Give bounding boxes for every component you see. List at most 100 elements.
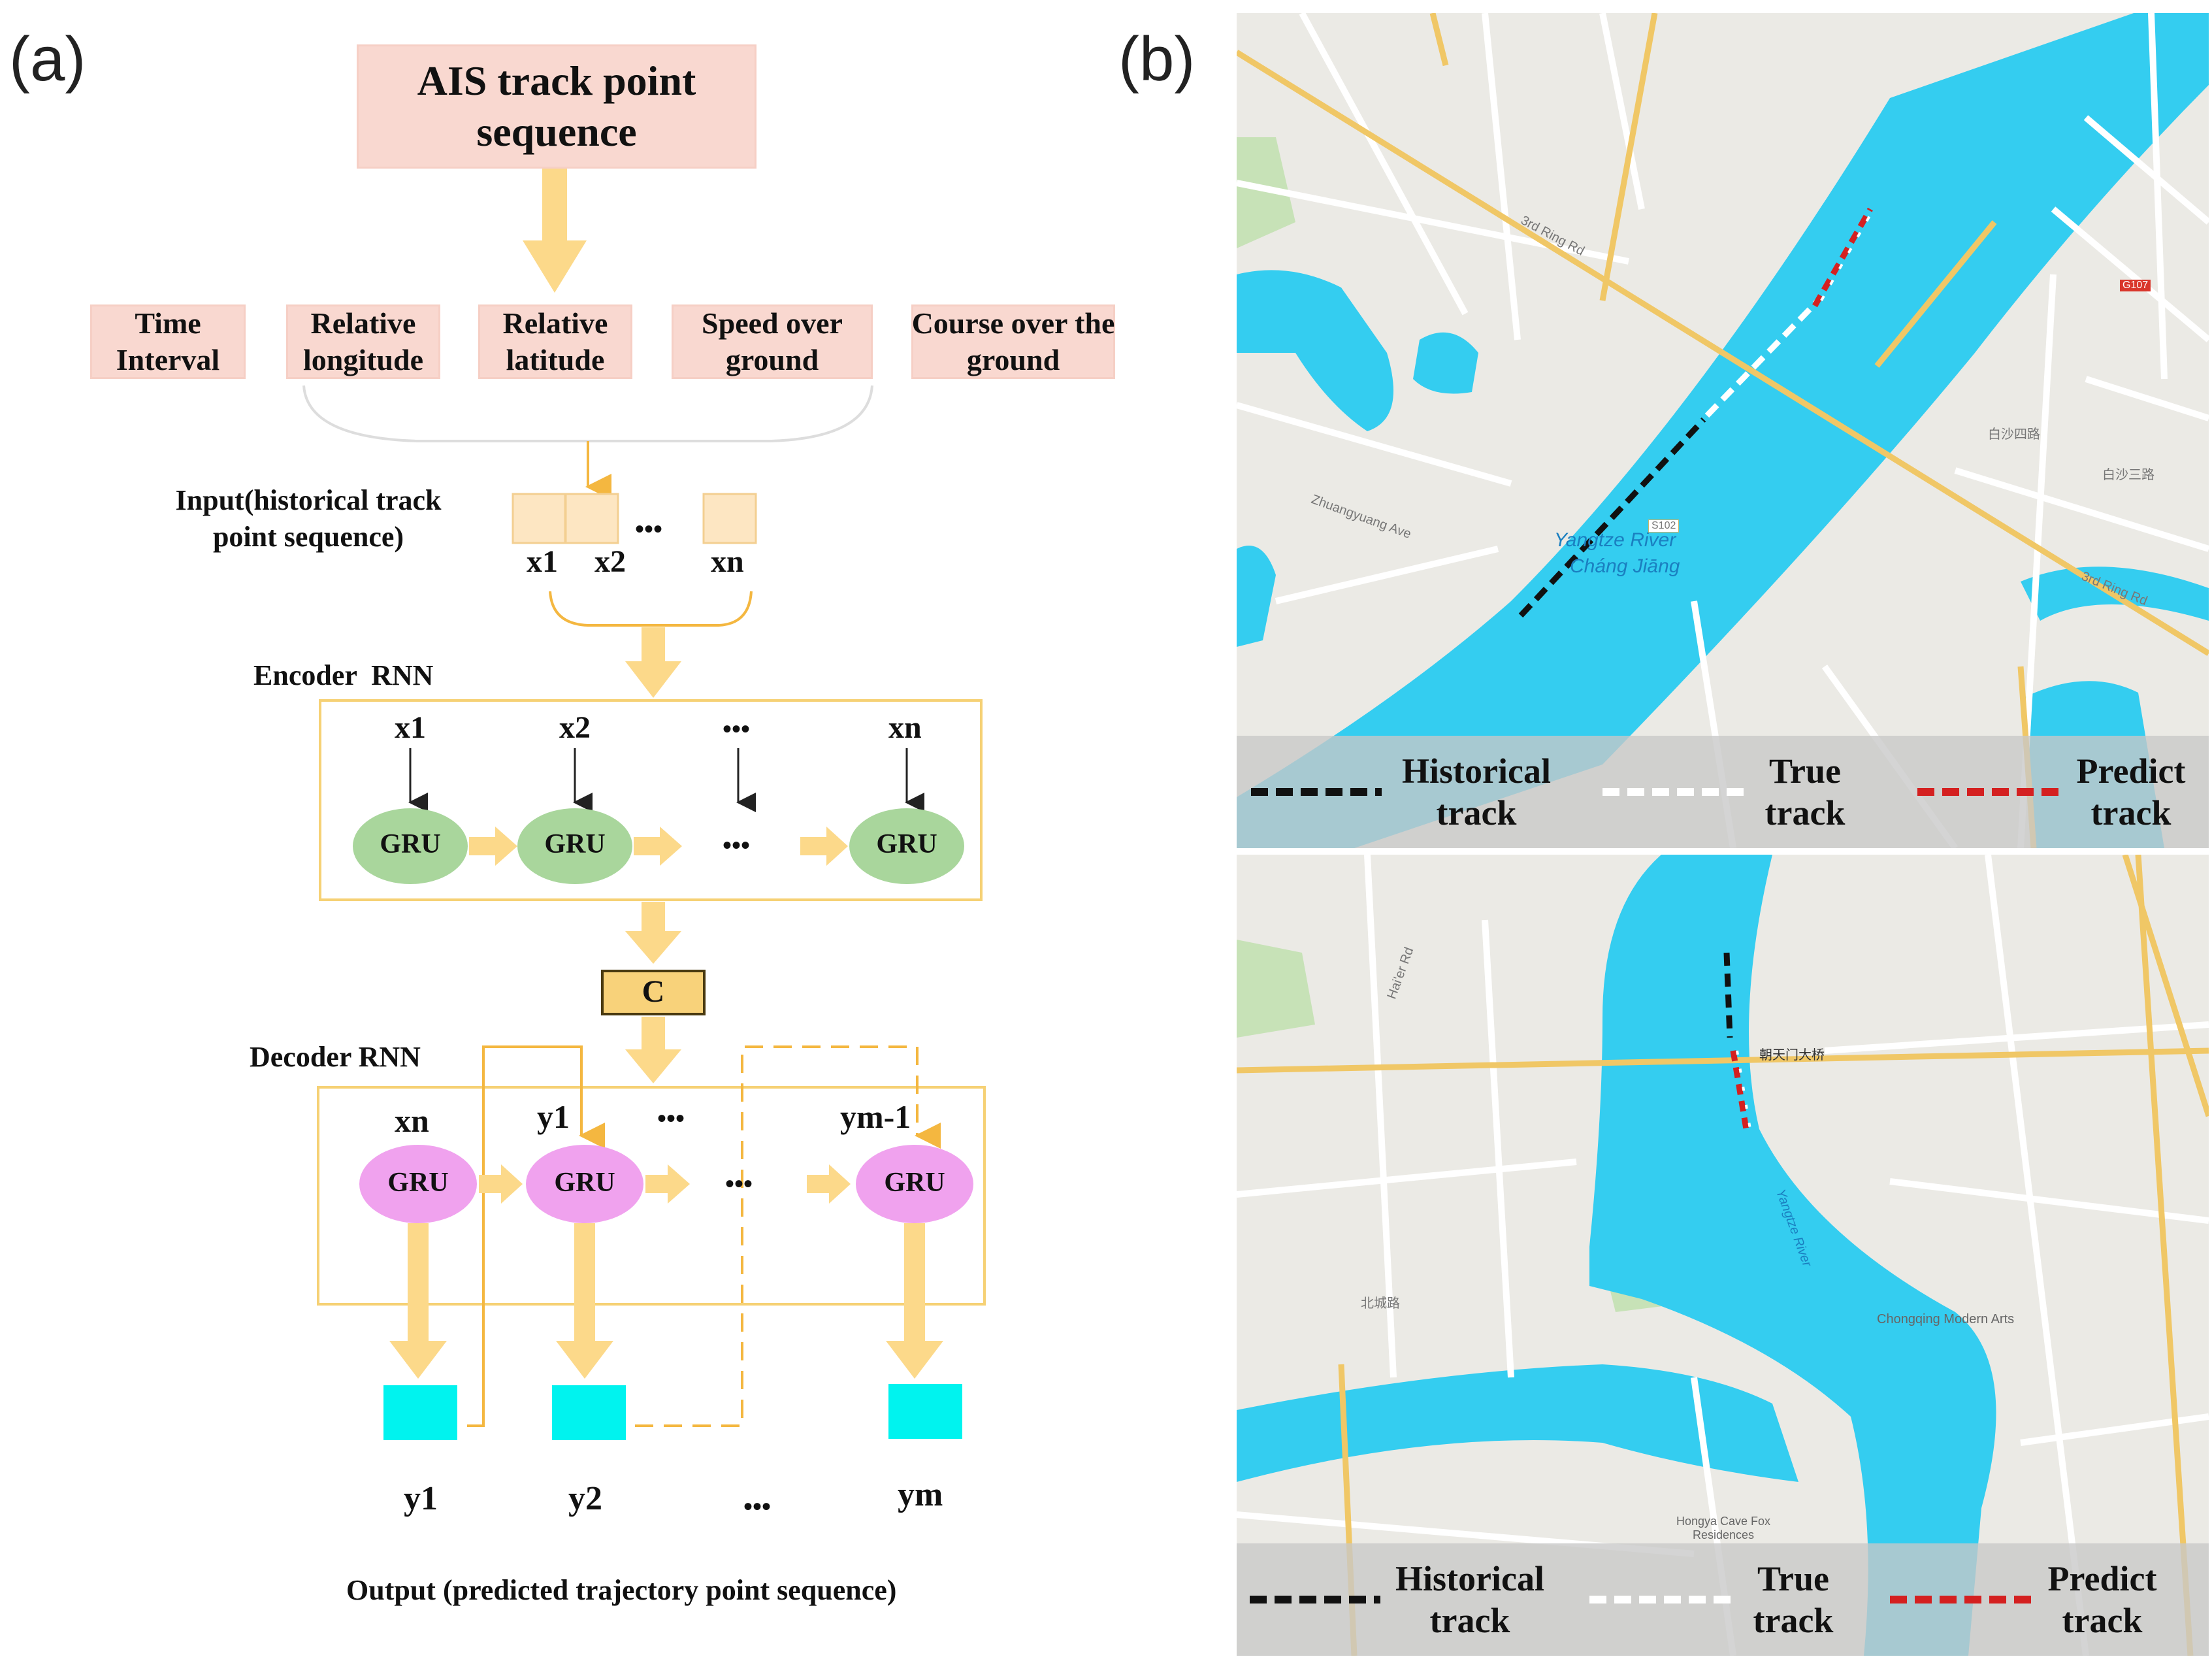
top-true-track (1704, 298, 1821, 418)
decoder-down-arrows (389, 1223, 943, 1379)
panel-a-diagram (302, 169, 986, 1440)
highways (1237, 13, 2209, 848)
feature-course-over-ground: Course over the ground (911, 304, 1115, 379)
output-dots: ••• (743, 1492, 772, 1521)
river-name-en: Yangtze River (1554, 529, 1676, 551)
encoder-gru-1 (353, 808, 468, 884)
lake-2 (1413, 332, 1478, 394)
encoder-input-dots: ••• (723, 714, 751, 744)
input-x1: x1 (527, 544, 558, 579)
park-bottom-1 (1237, 940, 1315, 1038)
label-hongya-cave: Hongya Cave Fox Residences (1676, 1515, 1771, 1541)
decoder-input-dots: ••• (657, 1104, 685, 1133)
encoder-gru-1-label: GRU (380, 829, 441, 859)
input-ellipsis: ••• (635, 514, 663, 544)
road-label-beicheng: 北城路 (1361, 1295, 1400, 1311)
decoder-h-arrows (479, 1164, 851, 1204)
road-label-s102: S102 (1648, 519, 1680, 533)
yangtze-river (1237, 13, 2209, 848)
encoder-h-arrows (469, 827, 848, 866)
jialing-river (1237, 1364, 1798, 1482)
input-brace (549, 591, 753, 627)
yangtze-river-bottom (1589, 855, 1996, 1656)
bottom-historical-track (1723, 952, 1733, 1038)
bottom-true-track (1736, 1050, 1751, 1130)
legend2-true-label: True track (1753, 1559, 1834, 1640)
decoder-input-xn: xn (395, 1102, 429, 1139)
map-bottom: Hai'er Rd 朝天门大桥 Yangtze River Chongqing … (1237, 855, 2209, 1656)
encoder-dots: ••• (723, 830, 751, 860)
road-label-baisha-4: 白沙四路 (1988, 426, 2040, 442)
input-x2: x2 (594, 544, 626, 579)
legend-true-label: True track (1765, 751, 1846, 832)
decoder-gru-2 (526, 1145, 643, 1223)
feedback-line-dashed (635, 1045, 941, 1427)
map-top: Yangtze River Cháng Jiāng 3rd Ring Rd 3r… (1237, 13, 2209, 848)
arrow-c-to-decoder (625, 1017, 681, 1083)
encoder-gru-2-label: GRU (544, 829, 606, 859)
top-historical-track (1518, 417, 1706, 618)
decoder-gru-1 (359, 1145, 477, 1223)
input-cell-1 (512, 493, 566, 544)
legend-historical-label: Historical track (1402, 751, 1551, 832)
bottom-predict-track (1730, 1050, 1749, 1130)
bottom-legend: Historical track True track Predict trac… (1237, 1543, 2209, 1656)
decoder-input-ym-1: ym-1 (840, 1098, 911, 1135)
input-cell-2 (564, 493, 619, 544)
decoder-frame (317, 1086, 986, 1306)
lake-3 (1237, 546, 1276, 647)
context-box (601, 970, 706, 1015)
top-legend-swatches (1251, 788, 2066, 796)
context-label: C (642, 974, 665, 1009)
decoder-dots: ••• (725, 1169, 753, 1198)
river-name-pinyin: Cháng Jiāng (1570, 555, 1680, 577)
output-box-1 (383, 1385, 457, 1440)
arrow-ais-to-features (523, 169, 587, 293)
park-area (1237, 137, 1295, 248)
output-y1: y1 (404, 1480, 438, 1517)
output-box-2 (552, 1385, 626, 1440)
encoder-label: Encoder RNN (253, 659, 434, 691)
encoder-gru-n-label: GRU (876, 829, 937, 859)
encoder-input-1: x1 (395, 710, 426, 745)
decoder-gru-1-label: GRU (387, 1168, 449, 1198)
arrow-input-to-encoder (625, 627, 681, 698)
input-xn: xn (711, 544, 744, 579)
legend-predict-label: Predict track (2076, 751, 2186, 832)
decoder-gru-m (856, 1145, 973, 1223)
output-label: Output (predicted trajectory point seque… (346, 1574, 897, 1606)
output-box-m (888, 1384, 962, 1439)
encoder-gru-n (849, 808, 964, 884)
map-top-graphics (1237, 13, 2209, 848)
panel-a-label: (a) (9, 24, 86, 94)
road-label-g107: G107 (2120, 280, 2151, 291)
encoder-input-2: x2 (559, 710, 591, 745)
label-modern-arts: Chongqing Modern Arts (1877, 1312, 2015, 1326)
feature-speed-over-ground: Speed over ground (672, 304, 873, 379)
arrow-encoder-to-c (625, 902, 681, 964)
decoder-gru-2-label: GRU (554, 1168, 615, 1198)
decoder-label: Decoder RNN (250, 1041, 421, 1073)
ais-box: AIS track point sequence (357, 44, 756, 169)
input-label: Input(historical track point sequence) (175, 484, 442, 553)
feature-relative-longitude: Relative longitude (286, 304, 440, 379)
features-brace (302, 385, 873, 442)
encoder-frame (319, 699, 983, 901)
legend2-predict-label: Predict track (2047, 1559, 2157, 1640)
decoder-input-y1: y1 (537, 1098, 570, 1135)
road-grid-bottom (1237, 855, 2209, 1656)
input-cell-n (702, 493, 757, 544)
lake-1 (1237, 270, 1393, 431)
top-legend: Historical track True track Predict trac… (1237, 736, 2209, 848)
output-y2: y2 (568, 1480, 602, 1517)
feature-relative-latitude: Relative latitude (478, 304, 632, 379)
output-ym: ym (898, 1476, 943, 1513)
road-label-baisha-3: 白沙三路 (2102, 467, 2155, 482)
feedback-line-y1 (467, 1045, 605, 1427)
encoder-gru-2 (517, 808, 632, 884)
top-predict-track-1 (1812, 207, 1873, 308)
feature-time-interval: Time Interval (90, 304, 246, 379)
legend2-historical-label: Historical track (1395, 1559, 1544, 1640)
panel-b-label: (b) (1118, 24, 1195, 94)
